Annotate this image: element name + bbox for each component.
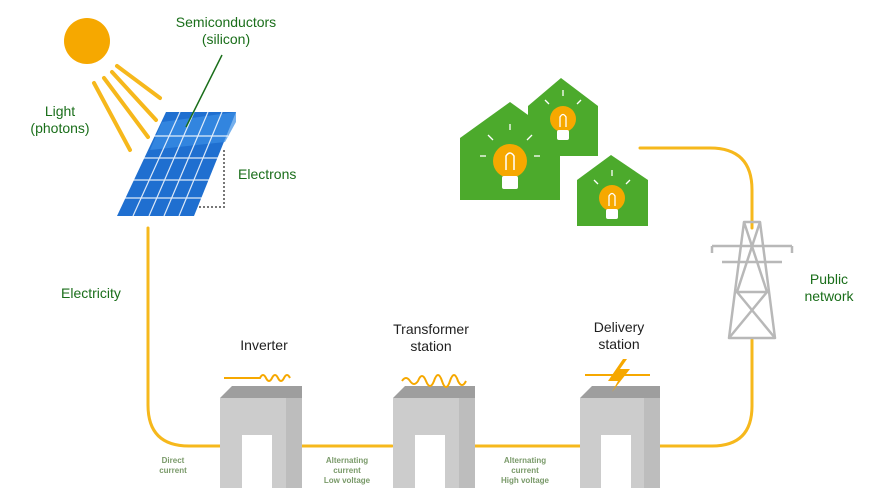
label-inverter: Inverter xyxy=(240,337,288,353)
lightning-icon xyxy=(585,359,650,392)
label-public-network-line1: Public xyxy=(809,271,849,287)
label-delivery-line2: station xyxy=(598,336,640,352)
label-direct-current-line2: current xyxy=(159,466,187,475)
label-electricity: Electricity xyxy=(61,285,121,301)
label-ac-high-line2: current xyxy=(511,466,539,475)
label-electrons: Electrons xyxy=(238,166,297,182)
label-public-network-line2: network xyxy=(804,288,854,304)
solar-panel-icon xyxy=(117,54,236,217)
label-delivery-line1: Delivery xyxy=(593,319,645,335)
label-ac-low-line1: Alternating xyxy=(325,456,369,465)
label-delivery: Delivery station xyxy=(582,319,656,353)
sun-icon xyxy=(64,18,162,152)
pylon-icon xyxy=(710,220,794,340)
power-line xyxy=(146,146,754,448)
label-ac-high-line3: High voltage xyxy=(500,476,549,485)
label-public-network: Public network xyxy=(796,271,862,305)
label-direct-current: Direct current xyxy=(150,456,196,476)
label-ac-low-line2: current xyxy=(333,466,361,475)
label-light-line2: (photons) xyxy=(30,120,90,136)
label-semiconductors: Semiconductors (silicon) xyxy=(171,14,281,48)
label-direct-current-line1: Direct xyxy=(161,456,185,465)
label-light-line1: Light xyxy=(44,103,76,119)
label-ac-low: Alternating current Low voltage xyxy=(316,456,378,486)
label-ac-low-line3: Low voltage xyxy=(323,476,371,485)
label-semiconductors-line1: Semiconductors xyxy=(175,14,277,30)
lightbulb-icon xyxy=(480,90,631,219)
label-transformer-line2: station xyxy=(410,338,452,354)
label-transformer: Transformer station xyxy=(384,321,478,355)
label-semiconductors-line2: (silicon) xyxy=(201,31,251,47)
label-ac-high: Alternating current High voltage xyxy=(494,456,556,486)
station-icon xyxy=(220,386,660,488)
wave-icon xyxy=(224,374,467,388)
label-ac-high-line1: Alternating xyxy=(503,456,547,465)
label-light: Light (photons) xyxy=(28,103,92,137)
label-transformer-line1: Transformer xyxy=(393,321,469,337)
